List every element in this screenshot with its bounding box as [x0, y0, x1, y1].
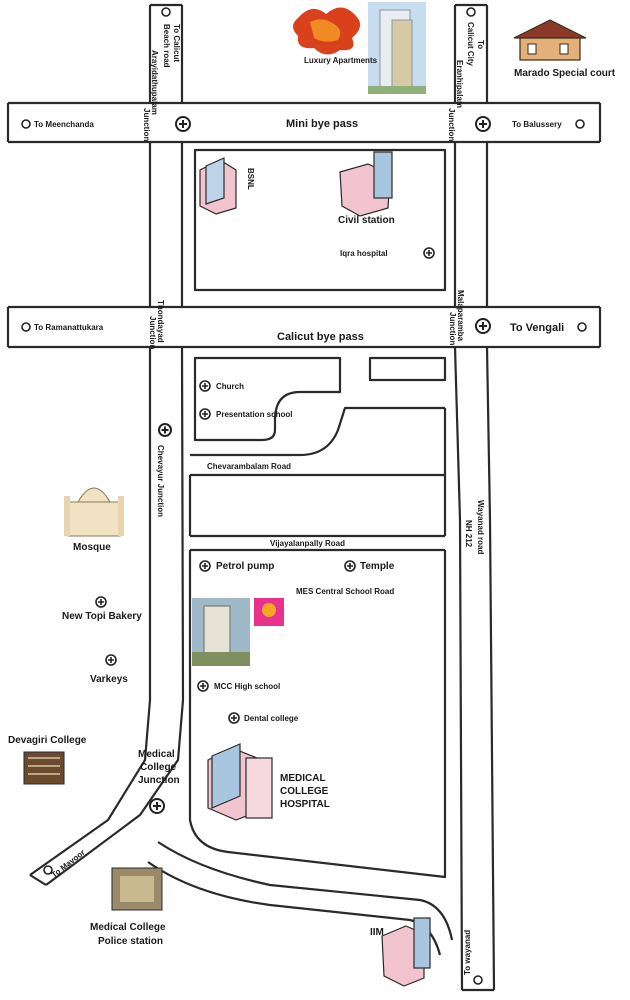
- brand-badge-icon: [254, 598, 284, 626]
- label-iim: IIM: [370, 927, 384, 938]
- label-chevarambalam-road: Chevarambalam Road: [207, 462, 291, 471]
- label-vijayalanpally-road: Vijayalanpally Road: [270, 539, 345, 548]
- label-nh: NH 212: [464, 520, 473, 548]
- label-petrol-pump: Petrol pump: [216, 561, 274, 572]
- label-to-balussery: To Balussery: [512, 120, 562, 129]
- mosque-icon: [64, 487, 124, 537]
- label-to-mavoor: To Mavoor: [50, 848, 87, 880]
- marker-mcc-high-school: [197, 680, 209, 692]
- marker-malaparamba: [475, 318, 491, 334]
- place-markers: [21, 7, 587, 985]
- label-dental-college: Dental college: [244, 714, 299, 723]
- label-to-vengali: To Vengali: [510, 322, 564, 334]
- label-marado-court: Marado Special court: [514, 68, 616, 79]
- marker-dir-balussery: [575, 119, 585, 129]
- label-malaparamba-2: Junction: [448, 312, 457, 345]
- label-medical-college-junction-2: College: [140, 762, 177, 773]
- label-medical-college-hospital-1: MEDICAL: [280, 773, 326, 784]
- label-malaparamba-1: Malaparamba: [456, 290, 465, 342]
- label-arayidathupalam-2: Junction: [142, 108, 151, 141]
- label-medical-college-hospital-2: COLLEGE: [280, 786, 329, 797]
- marker-arayidathupalam: [175, 116, 191, 132]
- marker-dir-meenchanda: [21, 119, 31, 129]
- marker-chevayur: [158, 423, 172, 437]
- label-to-ramanattukara: To Ramanattukara: [34, 323, 104, 332]
- label-thondayad-2: Junction: [148, 316, 157, 349]
- marker-eranhipalam: [475, 116, 491, 132]
- label-wayanad-road: Wayanad road: [476, 500, 485, 554]
- label-mini-bye-pass: Mini bye pass: [286, 118, 358, 130]
- marker-presentation-school: [199, 408, 211, 420]
- apartment-photo-icon: [192, 598, 250, 666]
- iim-building-icon: [381, 917, 431, 987]
- road-wayanad: [453, 5, 464, 991]
- label-logo-tagline: Luxury Apartments: [304, 56, 378, 65]
- road-left-vertical: [29, 5, 152, 876]
- marker-dental-college: [228, 712, 240, 724]
- medical-college-hospital-icon: [207, 743, 273, 821]
- brand-logo-icon: [293, 7, 361, 55]
- label-arayidathupalam-1: Arayidathupalam: [150, 50, 159, 115]
- label-varkeys: Varkeys: [90, 674, 128, 685]
- marker-dir-calicut-beach: [161, 7, 171, 17]
- police-station-icon: [111, 867, 163, 911]
- road-church-block: [193, 356, 342, 442]
- label-thondayad-1: Thondayad: [156, 300, 165, 343]
- label-police-station-1: Medical College: [90, 922, 166, 933]
- label-new-topi-bakery: New Topi Bakery: [62, 611, 142, 622]
- marker-new-topi-bakery: [95, 596, 107, 608]
- marker-temple: [344, 560, 356, 572]
- label-to-calicut-beach-1: To Calicut: [172, 24, 181, 62]
- label-to-wayanad: To wayanad: [463, 930, 472, 975]
- road-iim: [157, 841, 454, 941]
- label-presentation-school: Presentation school: [216, 410, 292, 419]
- marker-dir-wayanad: [473, 975, 483, 985]
- marker-dir-ramanattukara: [21, 322, 31, 332]
- devagiri-college-icon: [23, 751, 65, 785]
- label-medical-college-junction-1: Medical: [138, 749, 175, 760]
- label-church: Church: [216, 382, 244, 391]
- road-medical-block: [188, 550, 447, 879]
- label-to-meenchanda: To Meenchanda: [34, 120, 94, 129]
- label-temple: Temple: [360, 561, 395, 572]
- bsnl-building-icon: [199, 157, 237, 215]
- label-bsnl: BSNL: [246, 168, 255, 190]
- marado-court-icon: [513, 19, 587, 61]
- label-mes-school-road: MES Central School Road: [296, 587, 394, 596]
- civil-station-icon: [339, 151, 393, 217]
- label-calicut-bye-pass: Calicut bye pass: [277, 331, 364, 343]
- label-to-calicut-city-2: Calicut City: [466, 22, 475, 67]
- marker-dir-calicut-city: [466, 7, 476, 17]
- junction-markers: [149, 116, 491, 814]
- label-mcc-high-school: MCC High school: [214, 682, 280, 691]
- label-eranhipalam-2: Junction: [447, 108, 456, 141]
- marker-petrol-pump: [199, 560, 211, 572]
- label-mosque: Mosque: [73, 542, 111, 553]
- label-to-calicut-beach-2: Beach road: [162, 24, 171, 68]
- road-network: [6, 3, 602, 992]
- label-devagiri-college: Devagiri College: [8, 735, 87, 746]
- label-to-calicut-city-1: To: [476, 40, 485, 49]
- label-police-station-2: Police station: [98, 936, 163, 947]
- marker-iqra-hospital: [423, 247, 435, 259]
- marker-church: [199, 380, 211, 392]
- marker-dir-vengali: [577, 322, 587, 332]
- marker-dir-mavoor: [43, 865, 53, 875]
- marker-medical-college-junction: [149, 798, 165, 814]
- label-iqra-hospital: Iqra hospital: [340, 249, 388, 258]
- label-medical-college-hospital-3: HOSPITAL: [280, 799, 330, 810]
- label-chevayur-junction: Chevayur Junction: [156, 445, 165, 517]
- marker-varkeys: [105, 654, 117, 666]
- road-chevarambalam: [190, 406, 445, 457]
- apartment-tower-icon: [368, 2, 426, 94]
- label-civil-station: Civil station: [338, 215, 395, 226]
- label-medical-college-junction-3: Junction: [138, 775, 180, 786]
- label-eranhipalam-1: Eranhipalam: [455, 60, 464, 108]
